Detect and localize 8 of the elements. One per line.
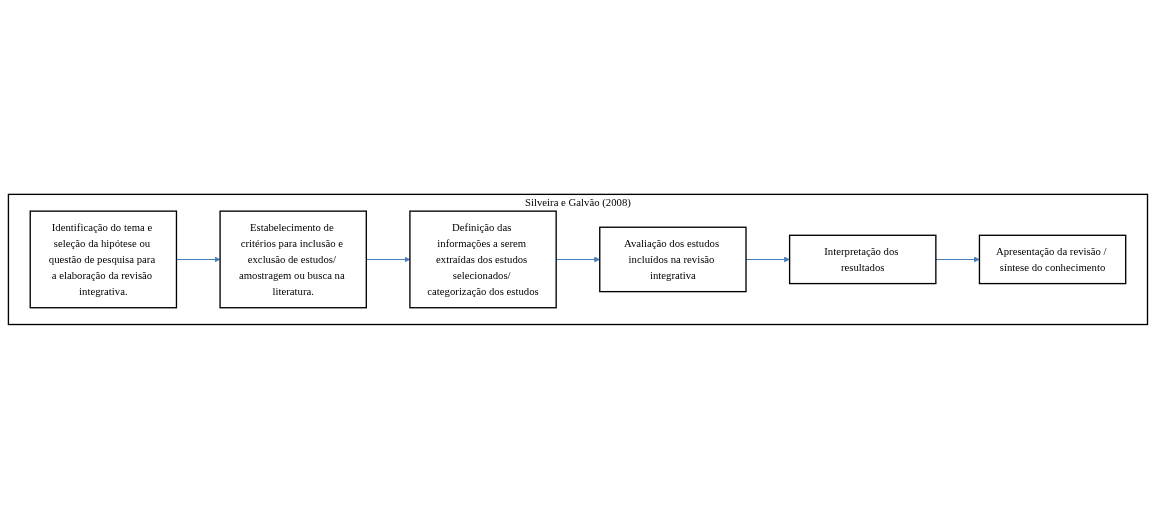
node-box: Estabelecimento de critérios para inclusão e exclusão de estudos/ amostragem ou busca na literatura. [219,210,367,308]
node-box: Interpretação dos resultados [788,234,937,284]
node-box: Definição das informações a serem extraídas dos estudos selecionados/ categorização dos estudos [409,210,557,308]
node-box: Identificação do tema e seleção da hipótese ou questão de pesquisa para a elaboração da revisão integrativa. [29,210,178,308]
node-box: Avaliação dos estudos incluídos na revisão integrativa [599,226,747,292]
node-box: Apresentação da revisão / síntese do conhecimento [978,234,1127,284]
arrow [935,256,980,262]
arrow [176,256,221,262]
